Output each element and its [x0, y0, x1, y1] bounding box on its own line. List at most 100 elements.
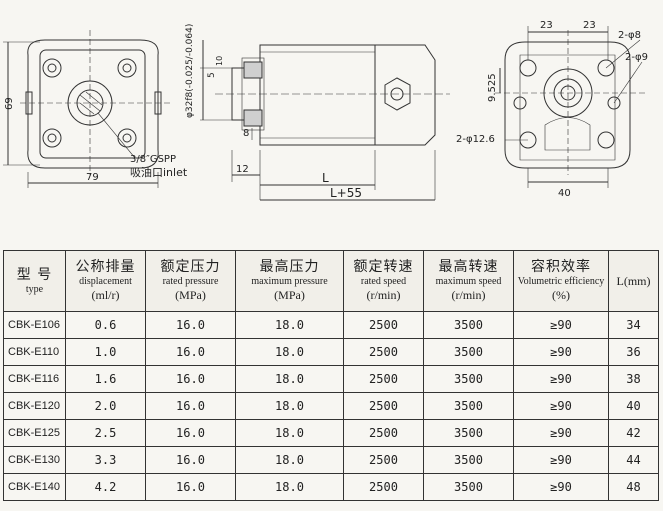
value-cell: ≥90 [513, 446, 609, 474]
header-unit: L(mm) [616, 273, 651, 288]
value-cell: 2500 [343, 311, 424, 339]
value-cell: 16.0 [145, 392, 236, 420]
value-cell: 16.0 [145, 473, 236, 501]
dim-10: 10 [215, 56, 224, 66]
dim-12: 12 [236, 164, 249, 175]
header-en: Volumetric efficiency [517, 276, 605, 287]
header-unit: (r/min) [451, 288, 486, 302]
value-cell: ≥90 [513, 392, 609, 420]
header-en: displacement [79, 276, 132, 287]
model-cell: CBK-E110 [3, 338, 66, 366]
column-header: L(mm) [608, 250, 659, 312]
dim-L55: L+55 [330, 186, 362, 200]
value-cell: 2500 [343, 446, 424, 474]
value-cell: 3500 [423, 446, 514, 474]
value-cell: 44 [608, 446, 659, 474]
value-cell: 38 [608, 365, 659, 393]
value-cell: 2500 [343, 365, 424, 393]
value-cell: 1.6 [65, 365, 146, 393]
hole-2-9: 2-φ9 [625, 52, 648, 63]
value-cell: ≥90 [513, 419, 609, 447]
value-cell: 2.5 [65, 419, 146, 447]
header-en: rated pressure [162, 276, 219, 287]
value-cell: 16.0 [145, 311, 236, 339]
value-cell: ≥90 [513, 365, 609, 393]
model-cell: CBK-E116 [3, 365, 66, 393]
header-zh: 容积效率 [531, 259, 591, 275]
value-cell: 2.0 [65, 392, 146, 420]
value-cell: 36 [608, 338, 659, 366]
value-cell: 3500 [423, 392, 514, 420]
value-cell: 40 [608, 392, 659, 420]
value-cell: 3500 [423, 338, 514, 366]
value-cell: 0.6 [65, 311, 146, 339]
dim-width-79: 79 [86, 172, 99, 183]
right-view [495, 26, 645, 188]
value-cell: 3500 [423, 473, 514, 501]
value-cell: 2500 [343, 392, 424, 420]
dim-8: 8 [243, 128, 249, 139]
value-cell: ≥90 [513, 338, 609, 366]
value-cell: 18.0 [235, 473, 344, 501]
value-cell: 18.0 [235, 311, 344, 339]
hole-2-12-6: 2-φ12.6 [456, 134, 495, 145]
value-cell: 1.0 [65, 338, 146, 366]
header-zh: 最高压力 [259, 259, 320, 275]
value-cell: 34 [608, 311, 659, 339]
dim-9525: 9.525 [487, 73, 498, 102]
dim-L: L [322, 171, 329, 185]
model-cell: CBK-E140 [3, 473, 66, 501]
value-cell: 42 [608, 419, 659, 447]
middle-view [200, 40, 450, 201]
model-cell: CBK-E130 [3, 446, 66, 474]
dim-5: 5 [207, 72, 217, 78]
technical-drawing: 69 79 3/8″GSPP 吸油口inlet φ32f8(-0.025/-0.… [3, 20, 648, 201]
header-zh: 额定转速 [353, 259, 414, 275]
value-cell: 16.0 [145, 419, 236, 447]
value-cell: 3500 [423, 365, 514, 393]
value-cell: ≥90 [513, 473, 609, 501]
port-label: 3/8″GSPP [130, 154, 176, 165]
header-en: rated speed [360, 276, 407, 287]
port-caption: 吸油口inlet [130, 165, 188, 179]
header-unit: (ml/r) [91, 288, 120, 302]
header-zh: 额定压力 [160, 259, 221, 275]
header-unit: (MPa) [175, 288, 206, 302]
value-cell: 3500 [423, 311, 514, 339]
value-cell: 16.0 [145, 338, 236, 366]
value-cell: 18.0 [235, 365, 344, 393]
dim-height-69: 69 [4, 97, 15, 110]
value-cell: 2500 [343, 473, 424, 501]
value-cell: 3500 [423, 419, 514, 447]
left-view [3, 30, 170, 188]
header-en: maximum speed [435, 276, 502, 287]
value-cell: 18.0 [235, 392, 344, 420]
value-cell: 48 [608, 473, 659, 501]
header-unit: (r/min) [366, 288, 401, 302]
header-unit: (%) [552, 288, 570, 302]
hole-2-8: 2-φ8 [618, 30, 641, 41]
value-cell: 18.0 [235, 419, 344, 447]
dim-23-left: 23 [540, 20, 553, 31]
header-en: maximum pressure [251, 276, 328, 287]
model-cell: CBK-E106 [3, 311, 66, 339]
value-cell: 4.2 [65, 473, 146, 501]
value-cell: ≥90 [513, 311, 609, 339]
header-unit: (MPa) [274, 288, 305, 302]
value-cell: 2500 [343, 338, 424, 366]
value-cell: 18.0 [235, 446, 344, 474]
